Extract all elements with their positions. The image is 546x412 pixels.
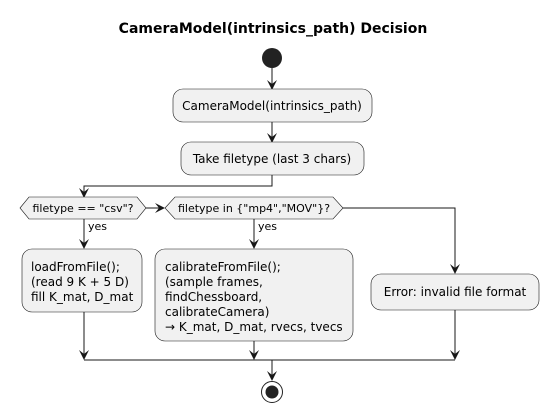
arrow-head xyxy=(79,188,89,198)
arrow-head xyxy=(249,350,259,360)
csv-yes-label: yes xyxy=(88,220,107,233)
arrow-head xyxy=(249,239,259,249)
take-filetype-label: Take filetype (last 3 chars) xyxy=(192,152,351,166)
end-node xyxy=(261,381,283,403)
calibrate-line-5: → K_mat, D_mat, rvecs, tvecs xyxy=(165,320,343,334)
constructor-label: CameraModel(intrinsics_path) xyxy=(182,99,362,113)
error-label: Error: invalid file format xyxy=(384,285,527,299)
calibrate-line-2: (sample frames, xyxy=(165,275,263,289)
decision-video-label: filetype in {"mp4","MOV"}? xyxy=(178,202,330,215)
arrow-head xyxy=(267,80,277,90)
edge-video-no-to-error xyxy=(343,207,456,270)
arrow-head xyxy=(450,350,460,360)
load-line-2: (read 9 K + 5 D) xyxy=(31,275,129,289)
calibrate-line-4: calibrateCamera) xyxy=(165,305,269,319)
arrow-head xyxy=(267,133,277,143)
edge-filetype-to-csv-decision xyxy=(83,175,273,194)
calibrate-line-1: calibrateFromFile(); xyxy=(165,260,281,274)
arrow-head xyxy=(79,239,89,249)
arrow-head xyxy=(267,371,277,381)
decision-csv-label: filetype == "csv"? xyxy=(33,202,134,215)
diagram-title: CameraModel(intrinsics_path) Decision xyxy=(119,21,428,37)
load-line-3: fill K_mat, D_mat xyxy=(31,290,134,304)
load-from-file-node xyxy=(21,248,143,313)
start-node xyxy=(262,48,282,68)
arrow-head xyxy=(79,350,89,360)
video-yes-label: yes xyxy=(258,220,277,233)
calibrate-line-3: findChessboard, xyxy=(165,290,262,304)
arrow-head xyxy=(450,264,460,274)
load-line-1: loadFromFile(); xyxy=(31,260,120,274)
end-node-core xyxy=(265,385,279,399)
arrow-head xyxy=(155,203,165,213)
